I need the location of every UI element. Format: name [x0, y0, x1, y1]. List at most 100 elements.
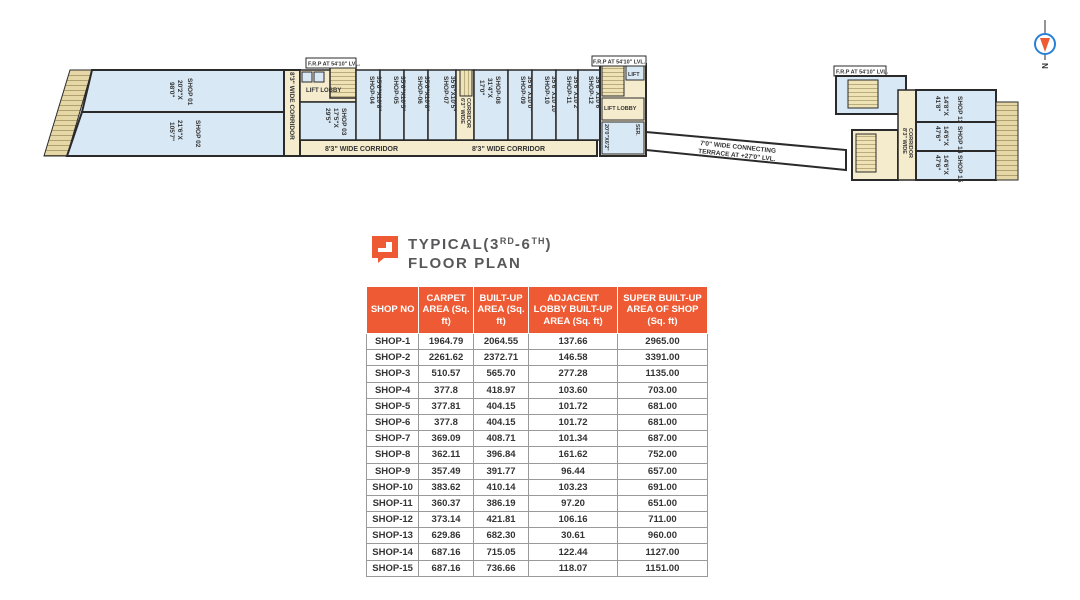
frp-label-right: F.R.P AT 54'10" LVL.: [836, 70, 889, 76]
table-cell: SHOP-2: [365, 349, 420, 367]
table-cell: 122.44: [528, 543, 618, 561]
shop-13-name: SHOP 13: [956, 96, 963, 124]
shop-12-name: SHOP-12: [587, 76, 594, 104]
table-cell: 2064.55: [472, 332, 530, 351]
shop-08-dim1: 31'4"X: [486, 78, 493, 98]
table-cell: 2372.71: [472, 349, 530, 367]
table-cell: 1135.00: [616, 365, 709, 383]
table-cell: 2965.00: [616, 332, 709, 351]
header-carpet-area: CARPET AREA (Sq. ft): [418, 286, 474, 334]
table-cell: SHOP-14: [365, 543, 420, 561]
shop-05-name: SHOP-05: [392, 76, 399, 104]
corridor-center-label-a: 6'3" WIDE: [459, 98, 465, 124]
lift-lobby-label-right: LIFT LOBBY: [604, 106, 637, 112]
shop-08-room: [473, 69, 509, 141]
table-cell: 687.16: [418, 543, 474, 561]
table-cell: 3391.00: [616, 349, 709, 367]
table-cell: 687.00: [616, 430, 709, 448]
shop-02-dim1: 21'6"X: [176, 120, 183, 140]
shop-01-dim1: 20'2"X: [176, 80, 183, 100]
table-cell: 386.19: [472, 494, 530, 513]
area-table: SHOP NO CARPET AREA (Sq. ft) BUILT-UP AR…: [365, 286, 709, 577]
floor-plan-logo-icon: [372, 236, 398, 263]
table-cell: 752.00: [616, 446, 709, 464]
table-cell: 101.72: [528, 413, 618, 432]
table-cell: 103.23: [528, 478, 618, 496]
shop-14-dim2: 47'6": [934, 126, 941, 141]
shop-14-dim1: 14'6"X: [942, 126, 949, 146]
table-cell: 691.00: [616, 478, 709, 496]
table-cell: 960.00: [616, 527, 709, 545]
table-cell: 96.44: [528, 462, 618, 480]
table-cell: 396.84: [472, 446, 530, 464]
shop-11-name: SHOP-11: [565, 76, 572, 104]
shop-12-dim: 35'6"X10'6": [594, 76, 601, 111]
connecting-terrace: [645, 130, 847, 172]
shop-06-name: SHOP-06: [416, 76, 423, 104]
shop-03-dim1: 17'5"X: [332, 108, 339, 128]
shop-15-room: [915, 150, 997, 181]
table-cell: 736.66: [472, 559, 530, 577]
dimension-label: 20'0"X6'2": [603, 124, 609, 151]
shop-13-dim2: 41'8": [934, 96, 941, 111]
table-cell: 2261.62: [418, 349, 474, 367]
shop-06-room: [403, 69, 429, 141]
shop-10-name: SHOP-10: [543, 76, 550, 104]
table-cell: 377.8: [418, 381, 474, 399]
right-steps: [995, 101, 1019, 181]
shop-06-dim: 35'6"X10'8": [423, 76, 430, 111]
shop-09-dim: 35'6"X10'0": [526, 76, 533, 111]
table-cell: SHOP-13: [365, 527, 420, 545]
shop-02-name: SHOP 02: [194, 120, 201, 148]
shop-03-dim2: 29'5": [324, 108, 331, 123]
table-cell: 146.58: [528, 349, 618, 367]
table-cell: SHOP-10: [365, 478, 420, 496]
table-cell: SHOP-3: [365, 365, 420, 383]
table-cell: 1964.79: [418, 332, 474, 351]
table-cell: 97.20: [528, 494, 618, 513]
table-cell: 377.8: [418, 413, 474, 432]
shop-01-name: SHOP 01: [186, 78, 193, 106]
compass-letter: N: [1040, 63, 1049, 69]
shop-14-name: SHOP 14: [956, 126, 963, 154]
table-cell: 711.00: [616, 511, 709, 529]
shop-07-dim: 35'6"X10'5": [449, 76, 456, 111]
table-cell: SHOP-9: [365, 462, 420, 480]
table-cell: 510.57: [418, 365, 474, 383]
corridor-center-label-b: CORRIDOR: [465, 98, 471, 128]
table-cell: 681.00: [616, 397, 709, 415]
table-cell: SHOP-11: [365, 494, 420, 513]
table-cell: 404.15: [472, 413, 530, 432]
header-lobby-area: ADJACENT LOBBY BUILT-UP AREA (Sq. ft): [528, 286, 618, 334]
shop-11-dim: 35'6"X10'2": [572, 76, 579, 111]
header-super-built-up: SUPER BUILT-UP AREA OF SHOP (Sq. ft): [616, 286, 709, 334]
floor-plan: F.R.P AT 54'10" LVL. F.R.P AT 54'10" LVL…: [43, 20, 1056, 183]
table-cell: SHOP-6: [365, 413, 420, 432]
table-cell: 408.71: [472, 430, 530, 448]
table-cell: 362.11: [418, 446, 474, 464]
shop-05-dim: 35'6"X10'5": [399, 76, 406, 111]
shop-15-dim2: 47'6": [934, 155, 941, 170]
table-cell: 418.97: [472, 381, 530, 399]
table-cell: 161.62: [528, 446, 618, 464]
header-shop-no: SHOP NO: [365, 286, 420, 334]
shop-07-room: [427, 69, 457, 141]
shop-08-name: SHOP-08: [494, 76, 501, 104]
table-cell: 277.28: [528, 365, 618, 383]
table-cell: SHOP-1: [365, 332, 420, 351]
frp-label-mid: F.R.P AT 54'10" LVL.: [593, 60, 646, 66]
corridor-east-label-b: CORRIDOR: [907, 128, 913, 158]
shop-03-name: SHOP 03: [340, 108, 347, 136]
corridor-label-vertical: 8'3" WIDE CORRIDOR: [288, 72, 295, 140]
shop-10-dim: 35'6"X10'10": [550, 76, 557, 115]
table-cell: 657.00: [616, 462, 709, 480]
table-cell: 404.15: [472, 397, 530, 415]
